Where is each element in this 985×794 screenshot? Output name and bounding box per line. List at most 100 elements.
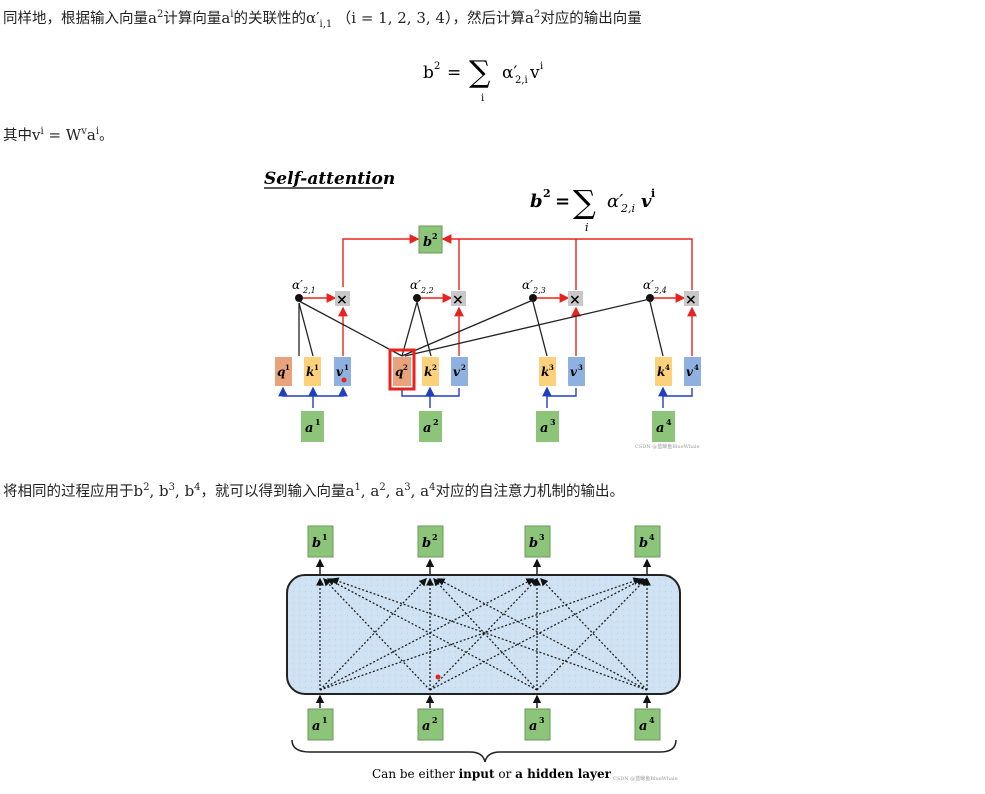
svg-text:v: v	[336, 365, 344, 379]
v1-box	[334, 357, 351, 386]
svg-text:a: a	[305, 421, 313, 436]
alpha-col-3: α′ 2,3 ×	[522, 278, 583, 308]
figure-title: Self-attention	[264, 169, 395, 189]
svg-text:4: 4	[694, 363, 699, 372]
q1-box	[275, 357, 292, 386]
svg-text:a: a	[423, 421, 431, 436]
svg-text:α′: α′	[607, 191, 623, 212]
k3-box	[539, 357, 556, 386]
svg-text:2: 2	[433, 417, 439, 427]
alpha-col-2: α′ 2,2 ×	[410, 278, 466, 308]
a3-box	[536, 411, 559, 442]
svg-text:4: 4	[649, 532, 655, 542]
output-b2-label: b	[423, 235, 432, 250]
math-ai: ai	[221, 9, 234, 27]
math-alpha: α′i,1	[305, 9, 333, 30]
svg-text:2: 2	[432, 532, 438, 542]
figure-formula: b 2 = ∑ i α′ 2,i v i	[530, 183, 655, 234]
svg-text:b: b	[530, 191, 543, 212]
svg-text:1: 1	[322, 715, 328, 725]
self-attention-figure: Self-attention b 2 = ∑ i α′ 2,i v i b 2 …	[255, 160, 715, 459]
eq-v-sup: i	[540, 61, 543, 72]
math-a2: a2	[524, 9, 541, 27]
input-a3: a 3	[524, 708, 551, 741]
k1-box	[304, 357, 321, 386]
cursor-dot	[435, 674, 441, 680]
eq-equals: =	[447, 63, 461, 83]
token-group-1: q 1 k 1 v 1 a 1	[275, 357, 351, 442]
svg-text:2,4: 2,4	[653, 286, 667, 295]
a2-box	[419, 411, 442, 442]
caption: Can be either input or a hidden layer	[372, 767, 612, 781]
self-attention-layer-figure: b 1 b 2 b 3 b 4	[280, 518, 690, 794]
eq-lhs: b	[423, 63, 434, 83]
svg-text:b: b	[422, 536, 431, 551]
paragraph-1: 同样地，根据输入向量a2计算向量ai的关联性的α′i,1（i = 1, 2, 3…	[3, 8, 642, 30]
svg-text:3: 3	[539, 715, 545, 725]
svg-text:×: ×	[336, 292, 348, 308]
svg-text:k: k	[424, 365, 432, 379]
input-a4: a 4	[634, 708, 661, 741]
svg-text:3: 3	[549, 363, 554, 372]
svg-text:2: 2	[432, 715, 438, 725]
svg-text:×: ×	[569, 292, 581, 308]
svg-text:2: 2	[432, 363, 437, 372]
brace	[291, 739, 677, 763]
svg-text:α′: α′	[522, 278, 533, 292]
watermark: CSDN @蓝鲸鱼BlueWhale	[613, 775, 678, 782]
svg-text:q: q	[277, 365, 285, 379]
svg-text:v: v	[570, 365, 578, 379]
eq-lhs-sup: 2	[434, 61, 440, 72]
svg-text:2,1: 2,1	[302, 286, 316, 295]
svg-text:2,i: 2,i	[620, 202, 635, 215]
text: ，就可以得到输入向量	[200, 484, 346, 500]
svg-text:2,3: 2,3	[532, 286, 546, 295]
math-vi: vi = Wvai	[32, 126, 100, 144]
svg-text:v: v	[453, 365, 461, 379]
svg-text:α′: α′	[643, 278, 654, 292]
svg-text:2: 2	[543, 187, 551, 200]
svg-text:b: b	[529, 536, 538, 551]
display-equation: b 2 = ∑ i α′ 2,i v i	[0, 56, 985, 106]
output-b4: b 4	[634, 525, 661, 558]
v4-box	[684, 357, 701, 386]
watermark: CSDN @蓝鲸鱼BlueWhale	[635, 443, 700, 450]
svg-text:4: 4	[649, 715, 655, 725]
svg-text:2: 2	[432, 231, 438, 241]
text: 将相同的过程应用于	[3, 484, 134, 500]
k2-box	[422, 357, 439, 386]
svg-text:v: v	[686, 365, 694, 379]
svg-text:3: 3	[550, 417, 556, 427]
eq-sum: ∑	[469, 56, 491, 90]
eq-sum-sub: i	[481, 93, 484, 104]
svg-text:b: b	[639, 536, 648, 551]
text: 对应的输出向量	[540, 11, 642, 27]
paragraph-3: 将相同的过程应用于b2, b3, b4，就可以得到输入向量a1, a2, a3,…	[3, 481, 624, 502]
q2-box	[393, 357, 411, 386]
svg-text:a: a	[422, 719, 430, 734]
svg-text:α′: α′	[410, 278, 421, 292]
svg-text:∑: ∑	[573, 183, 596, 221]
svg-text:a: a	[639, 719, 647, 734]
svg-text:a: a	[540, 421, 548, 436]
eq-alpha: α′	[502, 63, 517, 83]
svg-text:a: a	[656, 421, 664, 436]
alpha-col-4: α′ 2,4 ×	[643, 278, 699, 308]
svg-text:b: b	[312, 536, 321, 551]
math-range: （i = 1, 2, 3, 4）	[336, 9, 453, 27]
k4-box	[655, 357, 672, 386]
svg-text:×: ×	[685, 292, 697, 308]
text: 计算向量	[163, 11, 222, 27]
svg-text:×: ×	[452, 292, 464, 308]
text: 同样地，根据输入向量	[3, 11, 148, 27]
svg-text:k: k	[306, 365, 314, 379]
svg-text:3: 3	[539, 532, 545, 542]
svg-text:i: i	[651, 187, 655, 200]
text: 其中	[3, 128, 32, 144]
svg-text:1: 1	[315, 417, 321, 427]
text: 。	[99, 128, 114, 144]
output-b1: b 1	[307, 525, 334, 558]
token-group-3: k 3 v 3 a 3	[536, 357, 585, 442]
input-a1: a 1	[307, 708, 334, 741]
svg-text:k: k	[541, 365, 549, 379]
